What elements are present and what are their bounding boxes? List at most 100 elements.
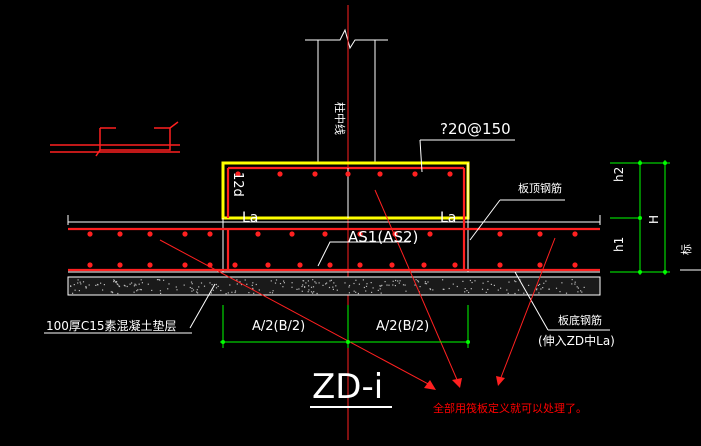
cushion-speck [80,283,82,285]
cushion-speck [386,284,388,286]
cushion-speck [102,289,104,291]
top-rebar-label: 板顶钢筋 [518,181,562,195]
cushion-speck [271,292,274,294]
rebar-dot [117,231,123,237]
cushion-speck [316,292,318,295]
cushion-speck [74,289,76,291]
cushion-speck [314,281,316,283]
cushion-speck [307,280,309,282]
rebar-lines [68,166,600,272]
cushion-speck [124,285,126,287]
cushion-speck [583,286,585,288]
cushion-speck [138,283,140,285]
red-annotation-text: 全部用筏板定义就可以处理了。 [433,401,587,415]
cushion-speck [304,286,306,288]
cushion-speck [429,288,432,291]
dim-h1-label: h1 [612,237,626,252]
cushion-speck [392,284,394,286]
cushion-speck [312,292,314,294]
cushion-speck [490,283,492,285]
cushion-speck [189,286,191,289]
cushion-speck [355,291,357,293]
rebar-dot [117,262,123,268]
cushion-speck [432,289,434,291]
cushion-speck [357,292,359,295]
cushion-speck [487,288,489,291]
cushion-speck [348,292,350,294]
cushion-speck [415,279,417,281]
cushion-speck [103,284,105,286]
cushion-speck [167,288,169,290]
cushion-speck [537,284,539,286]
cushion-speck [236,283,238,285]
cushion-speck [497,289,499,291]
cushion-speck [353,282,355,285]
cushion-speck [252,287,254,289]
cushion-speck [379,288,381,290]
dim-H-label: H [647,215,661,224]
rebar-dots [87,171,578,268]
cushion-speck [246,283,248,285]
cushion-speck [159,279,161,281]
cushion-hatch [70,279,585,295]
cushion-speck [305,282,307,284]
cushion-speck [469,279,471,282]
cushion-speck [210,292,212,294]
cushion-speck [176,289,178,291]
cushion-speck [191,283,193,285]
cushion-speck [244,279,246,281]
cushion-speck [227,292,229,294]
cushion-speck [538,292,540,294]
cushion-speck [296,288,298,290]
cushion-speck [113,280,115,282]
cushion-speck [318,282,320,284]
cushion-speck [110,291,112,293]
cushion-speck [523,292,525,294]
rebar-dot [427,231,433,237]
cushion-speck [253,292,255,294]
dim-h2-label: h2 [612,167,626,182]
cushion-speck [113,281,115,283]
cushion-speck [442,288,444,290]
cushion-speck [474,280,476,282]
cushion-speck [487,280,489,283]
cushion-speck [240,284,243,286]
cushion-speck [78,290,80,292]
column-cap-highlight[interactable] [221,161,470,220]
cushion-speck [429,288,431,290]
cushion-speck [234,291,236,294]
cushion-speck [427,281,429,283]
cushion-speck [442,279,444,281]
cushion-speck [307,291,309,293]
rebar-dot [537,262,543,268]
cushion-speck [272,290,274,292]
cushion-speck [482,282,484,284]
cushion-speck [308,289,310,291]
cushion-speck [515,281,517,283]
rebar-hook-symbol [50,121,180,157]
cushion-speck [466,290,468,292]
cushion-speck [417,281,420,283]
cushion-speck [372,287,374,289]
cushion-speck [291,282,293,284]
rebar-dot [207,231,213,237]
cushion-speck [183,284,185,286]
left-la-label: La [242,210,258,226]
cushion-speck [239,281,241,283]
cushion-speck [528,284,530,286]
cushion-speck [559,291,561,293]
right-la-label: La [440,210,456,226]
cushion-speck [577,287,579,289]
rebar-dot [447,171,453,177]
cushion-speck [325,283,327,285]
cushion-speck [574,281,576,283]
cushion-speck [274,282,277,284]
annotation-arrowheads [424,376,505,390]
cushion-speck [417,280,419,282]
rebar-dot [265,262,271,268]
cushion-speck [424,282,426,285]
cushion-speck [452,283,454,285]
cushion-speck [419,286,421,288]
rebar-dot [497,262,503,268]
